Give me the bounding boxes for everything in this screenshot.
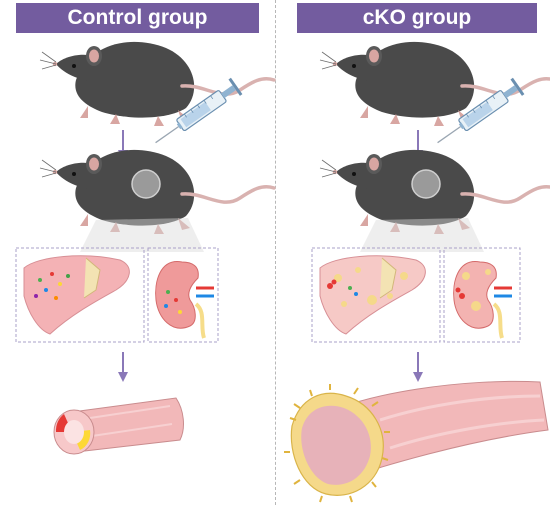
cko-arrow-2 bbox=[412, 351, 424, 383]
cko-liver-icon bbox=[319, 255, 426, 335]
control-group-title: Control group bbox=[67, 6, 208, 29]
control-kidney-box bbox=[147, 247, 219, 343]
control-liver-box bbox=[15, 247, 145, 343]
panel-divider bbox=[275, 0, 276, 505]
cko-kidney-icon bbox=[453, 261, 512, 339]
cko-column bbox=[284, 40, 550, 503]
control-mouse-organ-icon bbox=[40, 150, 274, 252]
control-column bbox=[15, 40, 276, 455]
cko-group-title: cKO group bbox=[362, 6, 472, 29]
control-vessel-icon bbox=[53, 397, 184, 455]
control-arrow-2 bbox=[117, 351, 129, 383]
cko-kidney-box bbox=[443, 247, 521, 343]
cko-liver-box bbox=[311, 247, 441, 343]
control-liver-icon bbox=[23, 255, 130, 335]
cko-mouse-organ-icon bbox=[320, 150, 550, 252]
cko-vessel-icon bbox=[284, 380, 549, 503]
control-group-header: Control group bbox=[16, 3, 259, 33]
control-kidney-icon bbox=[155, 261, 214, 339]
cko-group-header: cKO group bbox=[297, 3, 537, 33]
control-mouse-icon bbox=[38, 40, 276, 128]
